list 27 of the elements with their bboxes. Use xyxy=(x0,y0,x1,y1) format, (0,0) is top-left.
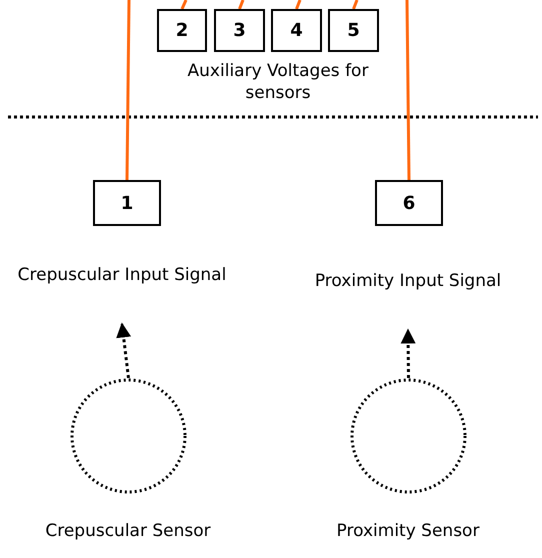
terminal-number: 6 xyxy=(402,192,416,214)
terminal-number: 4 xyxy=(290,20,303,41)
wire xyxy=(295,0,302,10)
terminal-number: 1 xyxy=(120,192,134,214)
terminal-box xyxy=(271,9,322,52)
sensor-caption: Crepuscular Sensor xyxy=(44,520,212,542)
arrow xyxy=(400,328,416,378)
wire xyxy=(126,0,130,180)
terminal-number: 3 xyxy=(233,20,246,41)
signal-label: Proximity Input Signal xyxy=(290,250,526,312)
caption-text: Auxiliary Voltages for sensors xyxy=(186,60,370,104)
terminal-number: 2 xyxy=(176,20,188,41)
terminal-box xyxy=(157,9,207,52)
wire xyxy=(238,0,244,10)
terminal-box xyxy=(375,180,443,226)
terminal-box xyxy=(93,180,161,226)
wire xyxy=(180,0,188,10)
terminal-box xyxy=(214,9,265,52)
sensor-caption: Proximity Sensor xyxy=(336,520,480,542)
sensor-circle xyxy=(70,378,187,494)
terminal-box xyxy=(328,9,379,52)
arrow xyxy=(116,322,132,378)
sensor-circle xyxy=(350,378,467,494)
wire xyxy=(406,0,410,180)
terminal-number: 5 xyxy=(347,20,360,41)
signal-label: Crepuscular Input Signal xyxy=(2,244,242,306)
wire xyxy=(352,0,358,10)
